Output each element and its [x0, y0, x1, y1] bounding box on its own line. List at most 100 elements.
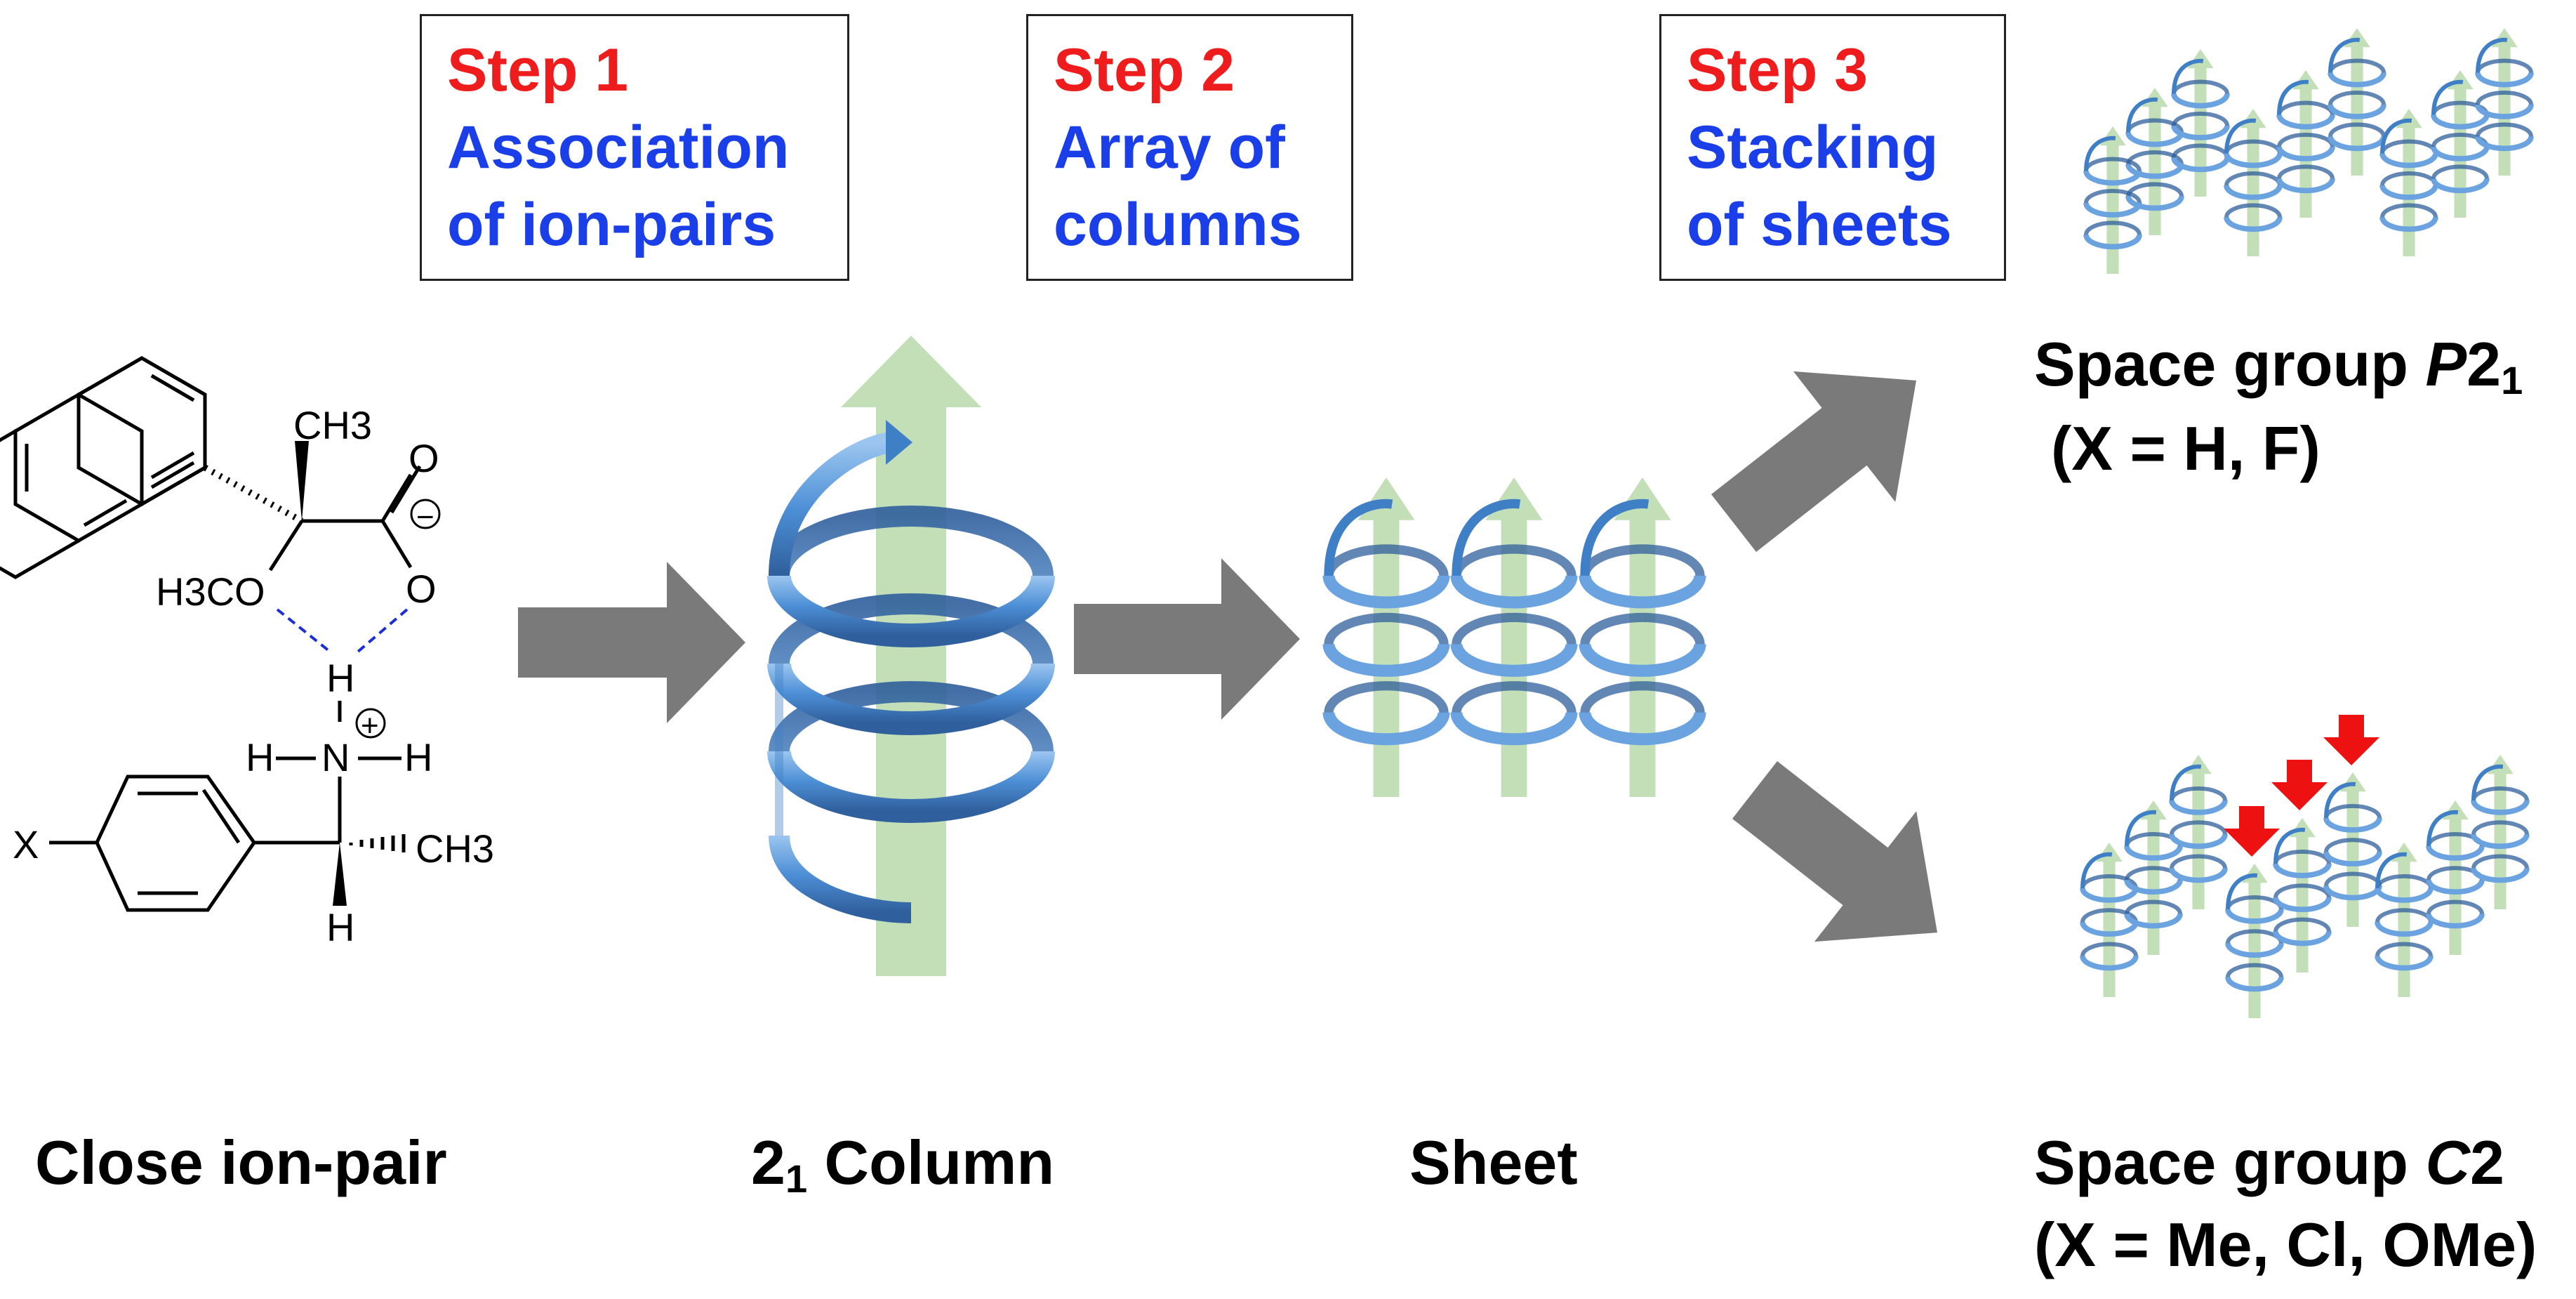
p21-helix-3: [2171, 49, 2230, 197]
step-1-line-2: of ion-pairs: [447, 191, 776, 258]
red-marker-3: [2323, 715, 2379, 765]
column-label-word: Column: [807, 1128, 1055, 1197]
plus-charge-circle: [355, 708, 386, 739]
sheet-helix-1: [1322, 477, 1450, 797]
sheet-helix-2: [1450, 477, 1578, 797]
ch3-top-label: CH3: [293, 403, 372, 447]
c2-helix-4-axis-arrow: [2241, 864, 2268, 1018]
sheet-helix-1-axis-arrow: [1357, 477, 1415, 797]
sheet-helices: [1322, 477, 1706, 797]
sheet-label-text: Sheet: [1409, 1128, 1578, 1197]
c2-x-label: (X = Me, Cl, OMe): [2034, 1209, 2537, 1281]
phenyl-ring: [49, 774, 340, 912]
sheet-label: Sheet: [1409, 1127, 1578, 1199]
p21-helix-6: [2328, 28, 2386, 176]
p21-helix-5-axis-arrow: [2292, 70, 2319, 218]
sheet-helix-3-axis-arrow: [1614, 477, 1671, 797]
c2-helix-1-axis-arrow: [2096, 843, 2123, 997]
c2-italic: C: [2425, 1128, 2470, 1197]
c2-x-text: (X = Me, Cl, OMe): [2034, 1210, 2537, 1279]
c2-label: Space group C2: [2034, 1127, 2504, 1199]
column-label-sub: 1: [785, 1156, 808, 1201]
column-green-arrow: [841, 336, 981, 976]
p21-helix-8-axis-arrow: [2447, 70, 2474, 218]
step-2-line-1: Array of: [1054, 114, 1285, 181]
ch3-bottom-label: CH3: [416, 826, 494, 871]
step-1-title: Step 1: [447, 37, 629, 104]
minus-charge-circle: [410, 499, 441, 529]
sheet-helix-3: [1579, 477, 1706, 797]
c2-helix-2-axis-arrow: [2140, 800, 2167, 955]
step-3-title: Step 3: [1687, 37, 1868, 104]
c2-helix-6-axis-arrow: [2339, 772, 2366, 927]
h-top-label: H: [326, 656, 354, 700]
column-label-main: 2: [751, 1128, 785, 1197]
step-3-line-1: Stacking: [1687, 114, 1939, 181]
minus-charge: −: [416, 500, 434, 534]
p21-helix-6-axis-arrow: [2344, 28, 2370, 176]
p21-helix-9-axis-arrow: [2491, 28, 2518, 176]
c2-helix-3-axis-arrow: [2185, 755, 2212, 909]
sheet-helix-2-axis-arrow: [1485, 477, 1543, 797]
c2-helix-3: [2169, 755, 2228, 909]
p21-italic: P: [2425, 329, 2467, 399]
acid-backbone: [203, 441, 422, 572]
arrow-to-column: [518, 562, 745, 723]
c2-helix-9: [2471, 755, 2530, 909]
h-right-label: H: [404, 735, 432, 779]
column-helix: [767, 336, 1055, 976]
c2-helix-array: [2080, 755, 2530, 1018]
c2-helix-8-axis-arrow: [2442, 800, 2469, 955]
step-2-title: Step 2: [1054, 37, 1235, 104]
p21-helix-9: [2475, 28, 2534, 176]
c2-main: 2: [2470, 1128, 2504, 1197]
solid-wedge: [333, 843, 347, 906]
p21-prefix: Space group: [2034, 329, 2426, 399]
hydrogen-bonds: [276, 608, 409, 653]
arrow-to-p21: [1711, 371, 1917, 552]
p21-helix-4-axis-arrow: [2240, 109, 2266, 256]
c2-prefix: Space group: [2034, 1128, 2426, 1197]
h-left-label: H: [246, 735, 274, 779]
p21-helix-2: [2125, 88, 2184, 235]
column-label: 21 Column: [751, 1127, 1054, 1201]
red-marker-1: [2224, 806, 2280, 857]
c2-helix-4: [2225, 864, 2284, 1018]
p21-helix-7-axis-arrow: [2396, 109, 2422, 256]
step-2-box: Step 2 Array of columns: [1026, 14, 1353, 281]
x-substituent-label: X: [13, 822, 39, 866]
h3co-label: H3CO: [156, 569, 265, 614]
p21-helix-4: [2224, 109, 2283, 256]
c2-helix-7: [2375, 843, 2434, 997]
plus-charge: +: [361, 708, 379, 743]
close-ion-pair-label: Close ion-pair: [35, 1127, 447, 1199]
naphthalene-core: [13, 356, 207, 543]
p21-helix-array: [2083, 28, 2534, 274]
red-marker-2: [2271, 760, 2328, 810]
step-2-line-2: columns: [1054, 191, 1302, 258]
arrow-to-sheet: [1074, 558, 1300, 720]
n-label: N: [321, 735, 350, 779]
arrow-to-c2: [1732, 761, 1938, 942]
c2-helix-8: [2426, 800, 2485, 955]
p21-x-text: (X = H, F): [2051, 414, 2321, 483]
p21-helix-1: [2083, 126, 2142, 274]
c2-helix-2: [2124, 800, 2183, 955]
p21-helix-7: [2379, 109, 2438, 256]
p21-label: Space group P21: [2034, 329, 2523, 403]
c2-helix-9-axis-arrow: [2487, 755, 2514, 909]
carboxylate-o-top: O: [409, 436, 439, 480]
p21-helix-2-axis-arrow: [2142, 88, 2168, 235]
red-markers: [2224, 715, 2379, 857]
c2-helix-7-axis-arrow: [2391, 843, 2417, 997]
p21-helix-5: [2276, 70, 2335, 218]
p21-x-label: (X = H, F): [2051, 413, 2321, 484]
step-1-box: Step 1 Association of ion-pairs: [420, 14, 849, 281]
close-ion-pair-text: Close ion-pair: [35, 1128, 447, 1197]
c2-helix-5-axis-arrow: [2289, 818, 2316, 972]
p21-helix-1-axis-arrow: [2099, 126, 2126, 274]
c2-helix-5: [2273, 818, 2332, 972]
p21-helix-3-axis-arrow: [2187, 49, 2214, 197]
h-bottom-label: H: [326, 905, 354, 949]
